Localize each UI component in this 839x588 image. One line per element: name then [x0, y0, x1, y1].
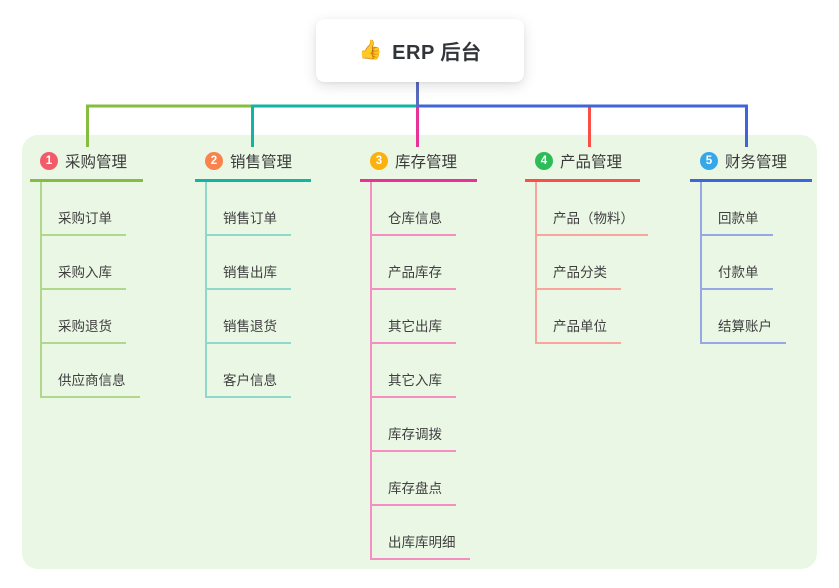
- branch-column-2: 2 销售管理销售订单销售出库销售退货客户信息: [195, 143, 311, 398]
- branch-node-4[interactable]: 4 产品管理: [525, 143, 640, 182]
- branch-number-badge: 4: [535, 152, 553, 170]
- thumbs-up-icon: 👍: [358, 40, 383, 61]
- branch-node-5[interactable]: 5 财务管理: [690, 143, 812, 182]
- child-node[interactable]: 产品分类: [535, 236, 621, 290]
- branch-children: 销售订单销售出库销售退货客户信息: [195, 182, 311, 398]
- child-node[interactable]: 销售退货: [205, 290, 291, 344]
- child-node[interactable]: 结算账户: [700, 290, 786, 344]
- branch-column-5: 5 财务管理回款单付款单结算账户: [690, 143, 812, 344]
- child-node[interactable]: 付款单: [700, 236, 773, 290]
- branch-number-badge: 2: [205, 152, 223, 170]
- child-node[interactable]: 产品单位: [535, 290, 621, 344]
- branch-group-panel: [22, 135, 817, 569]
- child-node[interactable]: 销售出库: [205, 236, 291, 290]
- child-node[interactable]: 采购订单: [40, 182, 126, 236]
- branch-label: 采购管理: [65, 154, 128, 171]
- branch-trunk-line: [700, 182, 702, 344]
- child-node[interactable]: 回款单: [700, 182, 773, 236]
- child-node[interactable]: 出库库明细: [370, 506, 470, 560]
- branch-trunk-line: [40, 182, 42, 398]
- child-node[interactable]: 采购退货: [40, 290, 126, 344]
- branch-label: 销售管理: [230, 154, 293, 171]
- branch-trunk-line: [370, 182, 372, 560]
- root-title: ERP 后台: [392, 42, 482, 64]
- branch-label: 财务管理: [725, 154, 788, 171]
- branch-node-2[interactable]: 2 销售管理: [195, 143, 311, 182]
- child-node[interactable]: 其它出库: [370, 290, 456, 344]
- branch-node-3[interactable]: 3 库存管理: [360, 143, 477, 182]
- branch-column-3: 3 库存管理仓库信息产品库存其它出库其它入库库存调拨库存盘点出库库明细: [360, 143, 477, 560]
- branch-node-1[interactable]: 1 采购管理: [30, 143, 143, 182]
- child-node[interactable]: 库存盘点: [370, 452, 456, 506]
- branch-children: 回款单付款单结算账户: [690, 182, 812, 344]
- root-node[interactable]: 👍 ERP 后台: [316, 19, 524, 82]
- child-node[interactable]: 产品库存: [370, 236, 456, 290]
- branch-trunk-line: [205, 182, 207, 398]
- child-node[interactable]: 客户信息: [205, 344, 291, 398]
- branch-number-badge: 3: [370, 152, 388, 170]
- child-node[interactable]: 采购入库: [40, 236, 126, 290]
- branch-column-1: 1 采购管理采购订单采购入库采购退货供应商信息: [30, 143, 143, 398]
- branch-trunk-line: [535, 182, 537, 344]
- branch-label: 产品管理: [560, 154, 623, 171]
- child-node[interactable]: 供应商信息: [40, 344, 140, 398]
- branch-label: 库存管理: [395, 154, 458, 171]
- child-node[interactable]: 仓库信息: [370, 182, 456, 236]
- branch-children: 产品（物料）产品分类产品单位: [525, 182, 648, 344]
- branch-children: 采购订单采购入库采购退货供应商信息: [30, 182, 143, 398]
- branch-column-4: 4 产品管理产品（物料）产品分类产品单位: [525, 143, 648, 344]
- child-node[interactable]: 产品（物料）: [535, 182, 648, 236]
- child-node[interactable]: 销售订单: [205, 182, 291, 236]
- child-node[interactable]: 库存调拨: [370, 398, 456, 452]
- branch-children: 仓库信息产品库存其它出库其它入库库存调拨库存盘点出库库明细: [360, 182, 477, 560]
- branch-number-badge: 1: [40, 152, 58, 170]
- child-node[interactable]: 其它入库: [370, 344, 456, 398]
- branch-number-badge: 5: [700, 152, 718, 170]
